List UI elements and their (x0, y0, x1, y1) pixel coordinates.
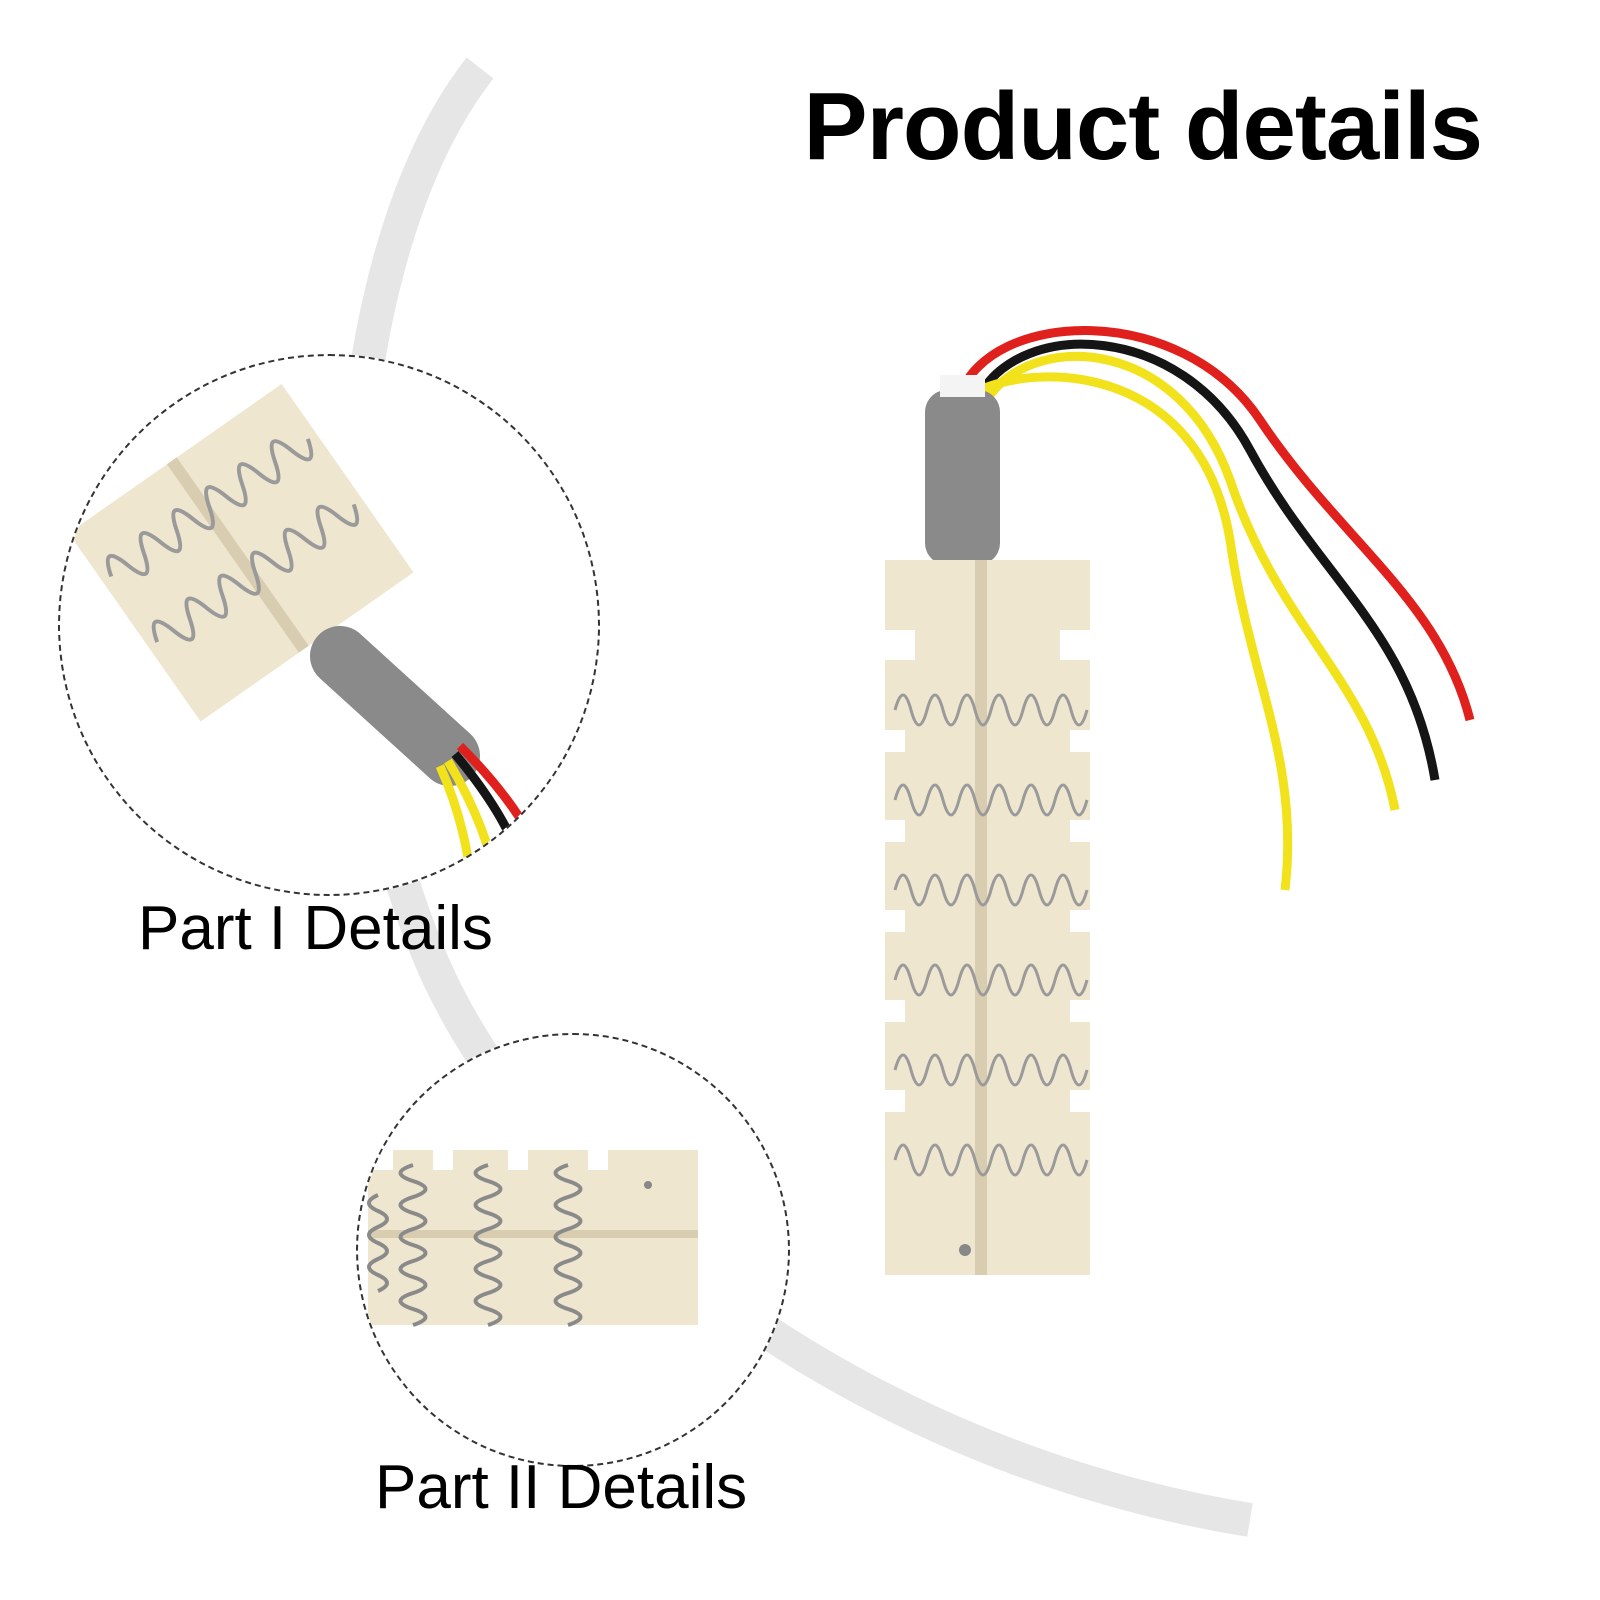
page-title: Product details (803, 73, 1483, 180)
caption-part-1: Part I Details (138, 894, 493, 963)
caption-part-2: Part II Details (375, 1453, 748, 1522)
coil-closeup-icon (367, 1150, 698, 1327)
heating-element-photo (880, 300, 1520, 1320)
wire-end-closeup-icon (68, 383, 555, 894)
detail-circle-part-2 (356, 1033, 790, 1467)
detail-circle-part-1 (58, 354, 600, 896)
